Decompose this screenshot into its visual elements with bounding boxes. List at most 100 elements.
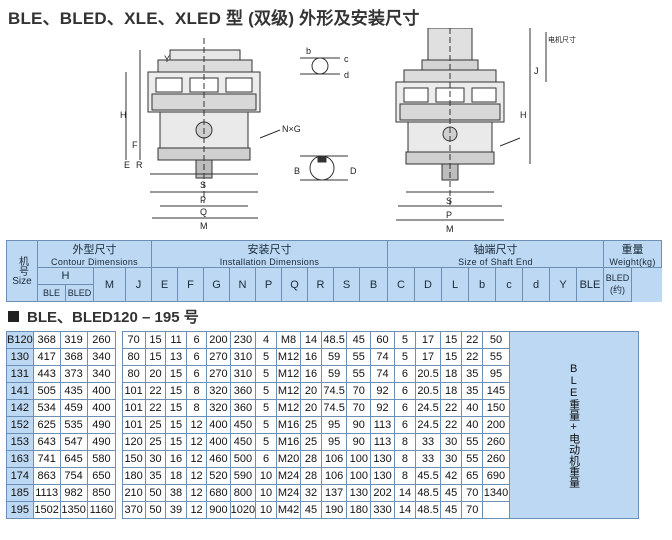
table-cell: 230 (229, 331, 257, 349)
table-cell: 6 (393, 416, 417, 434)
col-N: N (229, 267, 256, 302)
table-cell: M12 (275, 348, 302, 366)
table-cell: 200 (206, 331, 231, 349)
table-cell: 50 (144, 484, 167, 502)
table-cell: 33 (415, 450, 442, 468)
table-cell: 70 (461, 484, 484, 502)
table-cell: 20 (300, 399, 322, 417)
size-cell: 174 (6, 467, 34, 485)
table-cell: 260 (86, 331, 117, 349)
table-cell: 15 (165, 416, 187, 434)
table-cell: 340 (86, 348, 117, 366)
size-label-en: Size (12, 275, 32, 287)
table-cell: 270 (206, 348, 231, 366)
col-Y: Y (549, 267, 577, 302)
table-cell: 6 (185, 365, 208, 383)
table-cell: 400 (206, 433, 231, 451)
section-title: BLE、BLED120 – 195 号 (8, 306, 199, 327)
table-cell: 22 (144, 382, 167, 400)
table-cell: 645 (59, 450, 88, 468)
label-c: c (344, 54, 349, 64)
table-cell: 15 (440, 331, 463, 349)
table-cell: 25 (300, 433, 322, 451)
column-gap (115, 501, 123, 519)
size-header: 机号 Size (6, 240, 38, 302)
table-cell: 5 (255, 382, 277, 400)
table-cell: 45.5 (415, 467, 442, 485)
table-cell: 320 (206, 382, 231, 400)
table-cell: 100 (346, 467, 372, 485)
table-cell: 460 (206, 450, 231, 468)
table-cell: 490 (86, 416, 117, 434)
col-R: R (307, 267, 334, 302)
table-cell: 690 (482, 467, 510, 485)
table-cell: 400 (86, 382, 117, 400)
table-cell: 106 (320, 450, 348, 468)
table-cell: 11 (165, 331, 187, 349)
table-cell: 40 (461, 416, 484, 434)
table-cell: 190 (320, 501, 348, 519)
col-d: d (522, 267, 550, 302)
table-cell: 260 (482, 450, 510, 468)
table-cell: 59 (320, 348, 348, 366)
weight-en: Weight(kg) (609, 257, 656, 267)
column-gap (115, 365, 123, 383)
dimension-header-table: 机号 Size 外型尺寸 Contour Dimensions 安装尺寸 Ins… (6, 240, 662, 302)
table-cell: 8 (393, 433, 417, 451)
table-cell: 50 (482, 331, 510, 349)
table-cell: 5 (255, 399, 277, 417)
col-b: b (468, 267, 496, 302)
section-title-text: BLE、BLED120 – 195 号 (27, 309, 199, 326)
table-cell: 95 (320, 416, 348, 434)
table-cell: 625 (32, 416, 61, 434)
table-cell: 320 (206, 399, 231, 417)
table-cell: 70 (346, 399, 372, 417)
table-cell: 95 (320, 433, 348, 451)
col-weight-bled: BLED (约) (603, 267, 632, 302)
table-cell: 80 (121, 365, 146, 383)
table-cell: 534 (32, 399, 61, 417)
table-cell: 25 (144, 416, 167, 434)
label-D: D (350, 166, 357, 176)
size-cell: 141 (6, 382, 34, 400)
square-bullet-icon (8, 311, 19, 322)
table-cell: 6 (393, 382, 417, 400)
table-cell: 25 (144, 433, 167, 451)
table-cell: 30 (144, 450, 167, 468)
table-cell: 12 (185, 416, 208, 434)
table-cell: 92 (370, 382, 395, 400)
table-cell: 5 (393, 348, 417, 366)
table-cell: 50 (144, 501, 167, 519)
table-cell: 6 (393, 365, 417, 383)
table-cell: 15 (165, 399, 187, 417)
column-gap (115, 416, 123, 434)
table-cell: 22 (440, 399, 463, 417)
col-h-ble: BLE (37, 284, 66, 302)
table-cell: 24.5 (415, 399, 442, 417)
table-cell: 450 (229, 433, 257, 451)
installation-en: Installation Dimensions (219, 257, 320, 267)
table-cell: 65 (461, 467, 484, 485)
table-cell: 70 (346, 382, 372, 400)
contour-cn: 外型尺寸 (72, 244, 117, 256)
table-cell: 95 (482, 365, 510, 383)
table-cell: 13 (165, 348, 187, 366)
table-cell: 340 (86, 365, 117, 383)
table-cell: 417 (32, 348, 61, 366)
table-cell: 680 (206, 484, 231, 502)
col-h-bled: BLED (65, 284, 94, 302)
table-cell: 70 (121, 331, 146, 349)
table-cell (482, 501, 510, 519)
table-cell: 70 (461, 501, 484, 519)
table-cell: 137 (320, 484, 348, 502)
table-cell: 45 (440, 484, 463, 502)
table-cell: 150 (482, 399, 510, 417)
table-cell: 59 (320, 365, 348, 383)
weight-header: 重量 Weight(kg) (603, 240, 662, 268)
table-cell: 101 (121, 382, 146, 400)
table-cell: 32 (300, 484, 322, 502)
size-cell: 153 (6, 433, 34, 451)
table-cell: 35 (461, 382, 484, 400)
table-cell: 28 (300, 467, 322, 485)
table-cell: 18 (165, 467, 187, 485)
